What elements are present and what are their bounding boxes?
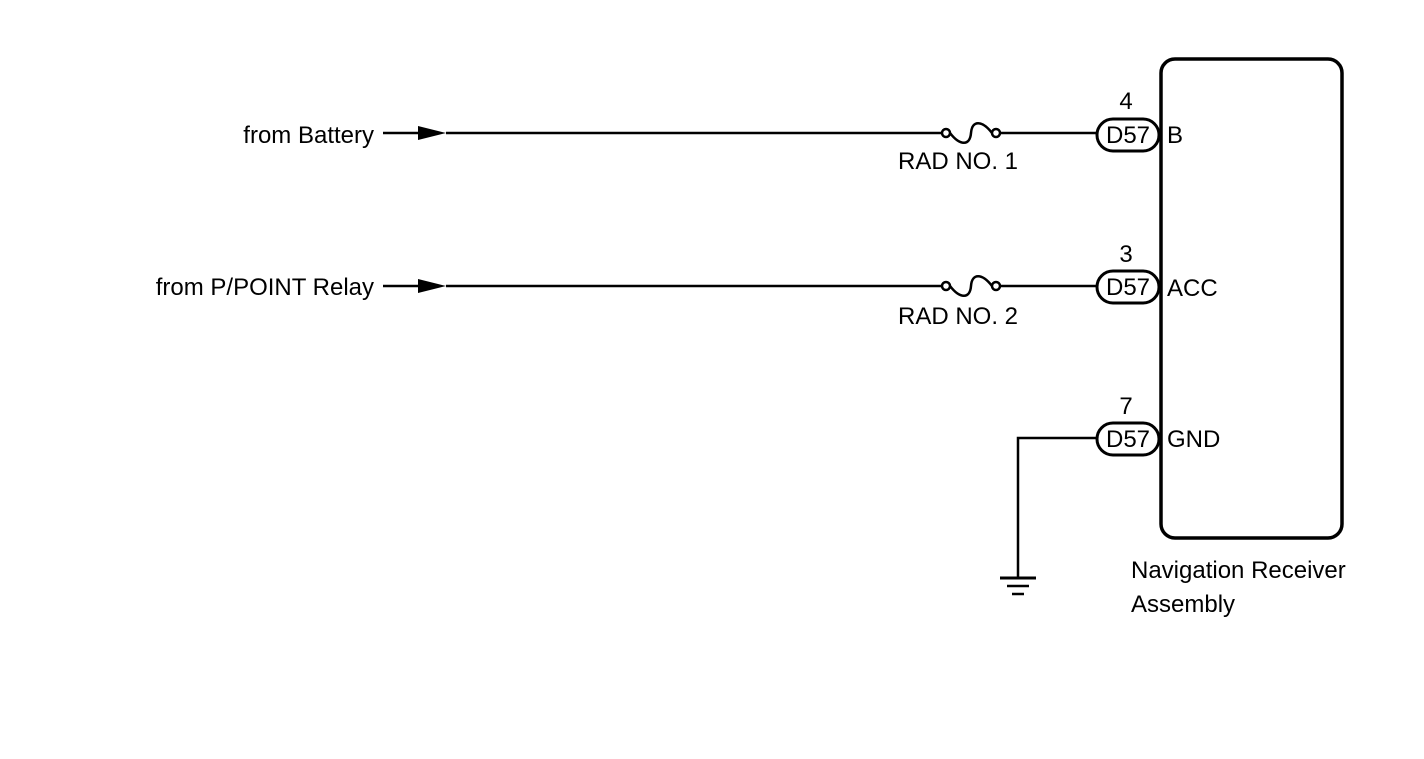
fuse-label-rad-no-2: RAD NO. 2	[898, 303, 1018, 330]
terminal-label-b: B	[1167, 122, 1183, 149]
navigation-receiver-box	[1159, 57, 1344, 540]
pin-number: 3	[1119, 241, 1132, 268]
connector-d57-pin4: D57	[1095, 117, 1161, 153]
arrow-icon	[383, 279, 446, 293]
connector-id: D57	[1106, 426, 1150, 453]
terminal-label-gnd: GND	[1167, 426, 1220, 453]
connector-id: D57	[1106, 122, 1150, 149]
connector-d57-pin3: D57	[1095, 269, 1161, 305]
wire-ground	[1016, 436, 1097, 578]
fuse-icon	[940, 122, 1002, 144]
component-name-line1: Navigation Receiver	[1131, 557, 1346, 584]
component-name-line2: Assembly	[1131, 591, 1235, 618]
terminal-label-acc: ACC	[1167, 275, 1218, 302]
pin-number: 4	[1119, 88, 1132, 115]
arrow-icon	[383, 126, 446, 140]
fuse-label-rad-no-1: RAD NO. 1	[898, 148, 1018, 175]
connector-id: D57	[1106, 274, 1150, 301]
ground-icon	[1000, 576, 1036, 596]
source-label-ppoint-relay: from P/POINT Relay	[156, 274, 374, 301]
source-label-battery: from Battery	[243, 122, 374, 149]
pin-number: 7	[1119, 393, 1132, 420]
connector-d57-pin7: D57	[1095, 421, 1161, 457]
fuse-icon	[940, 275, 1002, 297]
